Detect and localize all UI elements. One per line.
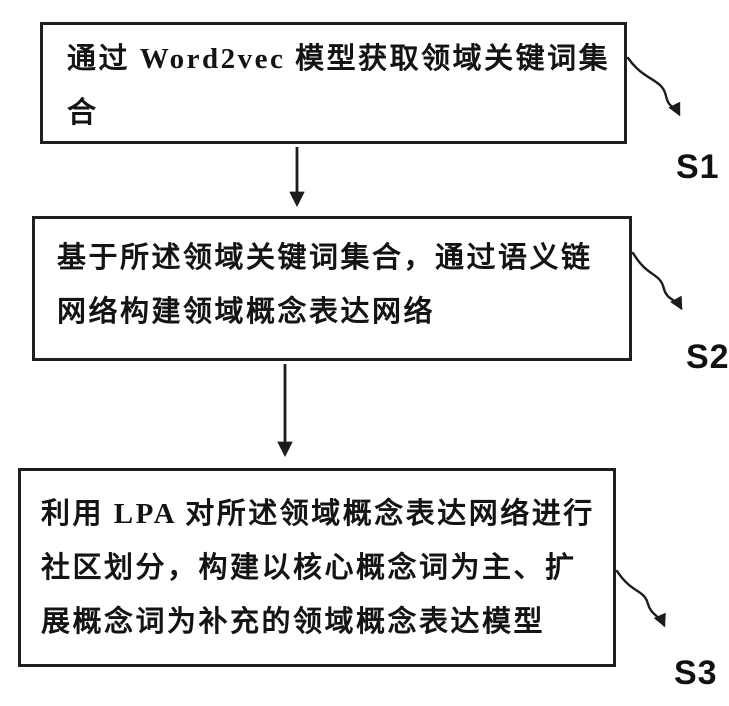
- squiggle-arrow-s3: [615, 569, 666, 628]
- step-1-text-line-2: 合: [67, 97, 99, 129]
- step-box-2: 基于所述领域关键词集合，通过语义链 网络构建领域概念表达网络: [32, 216, 632, 361]
- step-label-s1: S1: [676, 148, 720, 186]
- step-label-s2: S2: [686, 338, 729, 376]
- step-2-text-line-1: 基于所述领域关键词集合，通过语义链: [57, 242, 593, 274]
- step-label-s3: S3: [674, 654, 718, 692]
- step-3-text-line-1: 利用 LPA 对所述领域概念表达网络进行: [41, 498, 595, 530]
- step-3-text-line-2: 社区划分，构建以核心概念词为主、扩: [41, 552, 577, 584]
- squiggle-arrow-s1: [626, 56, 681, 117]
- squiggle-arrow-s2: [631, 251, 683, 311]
- step-box-3: 利用 LPA 对所述领域概念表达网络进行 社区划分，构建以核心概念词为主、扩 展…: [18, 468, 616, 667]
- step-3-text-line-3: 展概念词为补充的领域概念表达模型: [41, 606, 546, 638]
- step-2-text-line-2: 网络构建领域概念表达网络: [57, 296, 436, 328]
- step-1-text-line-1: 通过 Word2vec 模型获取领域关键词集: [67, 43, 611, 75]
- step-box-1: 通过 Word2vec 模型获取领域关键词集 合: [40, 22, 627, 144]
